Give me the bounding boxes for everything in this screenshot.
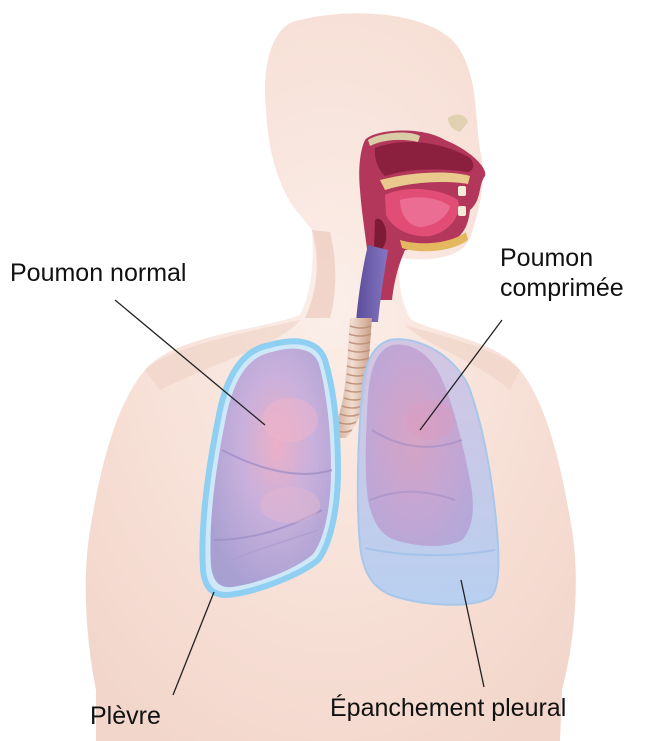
label-poumon-comprime: Poumon comprimée: [500, 243, 624, 303]
label-poumon-normal: Poumon normal: [10, 258, 186, 288]
label-epanchement-pleural: Épanchement pleural: [330, 693, 566, 723]
label-poumon-comprime-line1: Poumon: [500, 243, 624, 273]
label-plevre: Plèvre: [90, 701, 161, 731]
label-poumon-comprime-line2: comprimée: [500, 273, 624, 303]
